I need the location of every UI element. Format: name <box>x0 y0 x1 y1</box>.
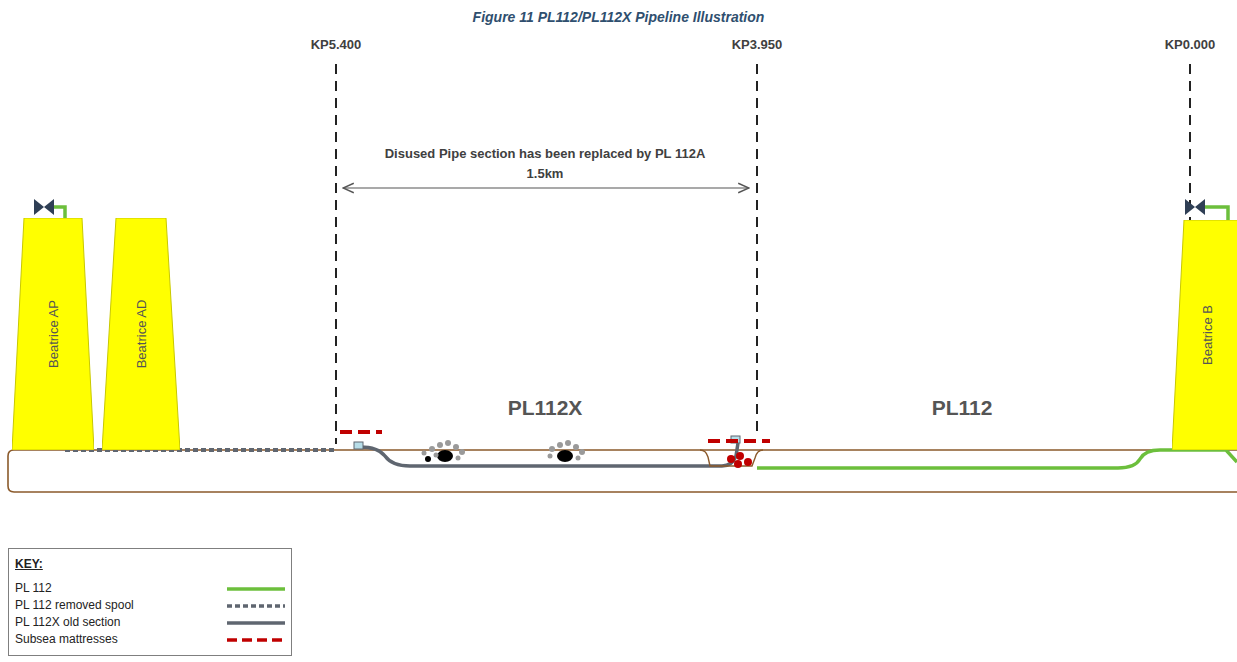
seabed <box>8 450 1237 492</box>
legend-heading: KEY: <box>15 557 43 571</box>
platform: Beatrice AD <box>102 218 180 450</box>
kp-marker: KP3.950 <box>732 37 783 52</box>
subsea-mattress <box>340 432 770 441</box>
pipeline-name: PL112X <box>508 396 583 419</box>
legend-text: PL 112X old section <box>15 615 120 629</box>
figure-title: Figure 11 PL112/PL112X Pipeline Illustra… <box>473 9 765 25</box>
legend-line-sample <box>227 601 285 611</box>
platform-name: Beatrice AP <box>46 300 61 368</box>
legend-box: KEY: PL 112 PL 112 removed spool PL 112X ol… <box>8 548 292 656</box>
platform: Beatrice AP <box>12 218 94 450</box>
legend-line-sample <box>227 618 285 628</box>
platform-name: Beatrice AD <box>134 300 149 369</box>
kp-marker: KP0.000 <box>1165 37 1216 52</box>
pipe-end-cap <box>354 442 363 449</box>
trench <box>700 450 763 466</box>
legend-text: PL 112 <box>15 581 52 595</box>
legend-text: PL 112 removed spool <box>15 598 134 612</box>
legend-line-sample <box>227 584 285 594</box>
valve-symbol <box>34 199 1205 215</box>
mattress-pile <box>727 452 752 468</box>
kp-marker-lines <box>336 64 1190 444</box>
annotation: Disused Pipe section has been replaced b… <box>385 146 706 161</box>
old-section-pipe <box>360 443 738 466</box>
legend-text: Subsea mattresses <box>15 632 118 646</box>
pipeline-name: PL112 <box>932 396 993 419</box>
kp-marker: KP5.400 <box>311 37 362 52</box>
legend-line-sample <box>227 635 285 645</box>
dimension: 1.5km <box>527 166 564 181</box>
span-arrow <box>343 187 749 188</box>
platform: Beatrice B <box>1172 220 1237 450</box>
rock-dump <box>422 440 586 462</box>
platform-name: Beatrice B <box>1200 305 1215 365</box>
pl112-pipe <box>757 450 1237 468</box>
